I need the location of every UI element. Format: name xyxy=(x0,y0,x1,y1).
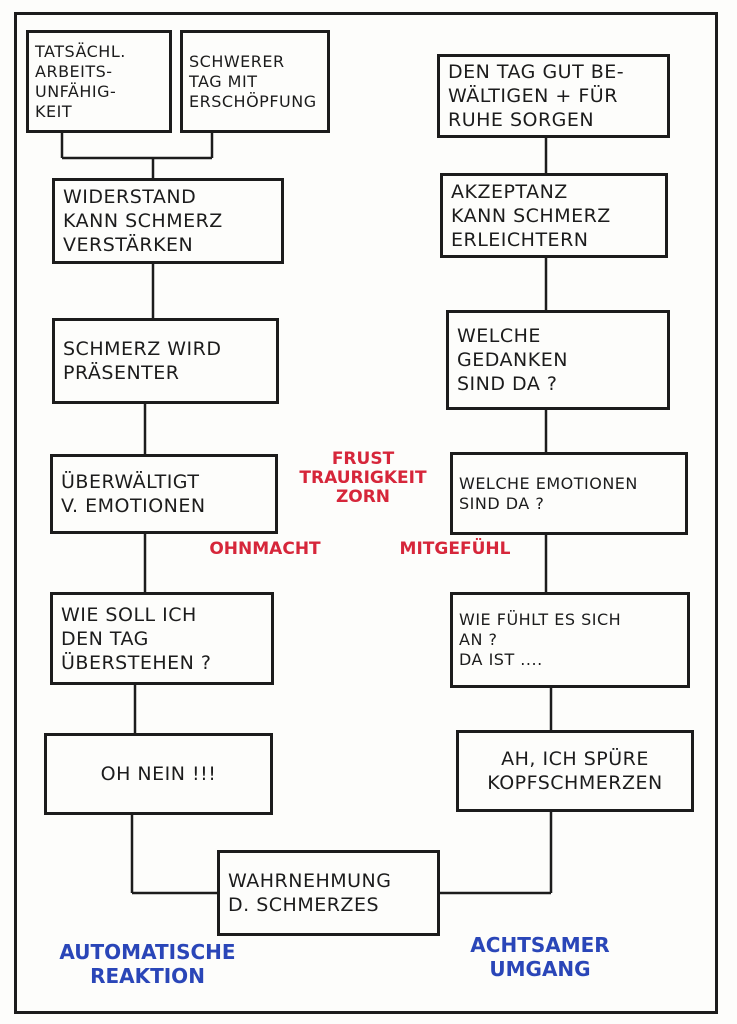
box-overwhelmed: ÜBERWÄLTIGT V. EMOTIONEN xyxy=(50,454,278,534)
box-which-thoughts: WELCHE GEDANKEN SIND DA ? xyxy=(446,310,670,410)
automatic-reaction-label: AUTOMATISCHE REAKTION xyxy=(59,940,236,988)
mindful-approach-label: ACHTSAMER UMGANG xyxy=(470,933,610,981)
box-oh-no: OH NEIN !!! xyxy=(44,733,273,815)
box-which-emotions: WELCHE EMOTIONEN SIND DA ? xyxy=(450,452,688,535)
box-acceptance: AKZEPTANZ KANN SCHMERZ ERLEICHTERN xyxy=(440,173,668,258)
box-pain-present: SCHMERZ WIRD PRÄSENTER xyxy=(52,318,279,404)
box-actual-incapacity: TATSÄCHL. ARBEITS- UNFÄHIG- KEIT xyxy=(26,30,172,133)
box-perception: WAHRNEHMUNG D. SCHMERZES xyxy=(217,850,440,936)
page-frame xyxy=(14,12,718,1014)
box-resistance: WIDERSTAND KANN SCHMERZ VERSTÄRKEN xyxy=(52,178,284,264)
box-headache: AH, ICH SPÜRE KOPFSCHMERZEN xyxy=(456,730,694,812)
box-hard-day: SCHWERER TAG MIT ERSCHÖPFUNG xyxy=(180,30,330,133)
box-manage-day: DEN TAG GUT BE- WÄLTIGEN + FÜR RUHE SORG… xyxy=(437,54,670,138)
emotion-compassion-label: MITGEFÜHL xyxy=(399,539,511,559)
box-how-survive: WIE SOLL ICH DEN TAG ÜBERSTEHEN ? xyxy=(50,592,274,685)
emotions-center-label: FRUST TRAURIGKEIT ZORN xyxy=(299,449,427,507)
emotion-powerlessness-label: OHNMACHT xyxy=(209,539,321,559)
box-how-feel: WIE FÜHLT ES SICH AN ? DA IST .... xyxy=(450,592,690,688)
